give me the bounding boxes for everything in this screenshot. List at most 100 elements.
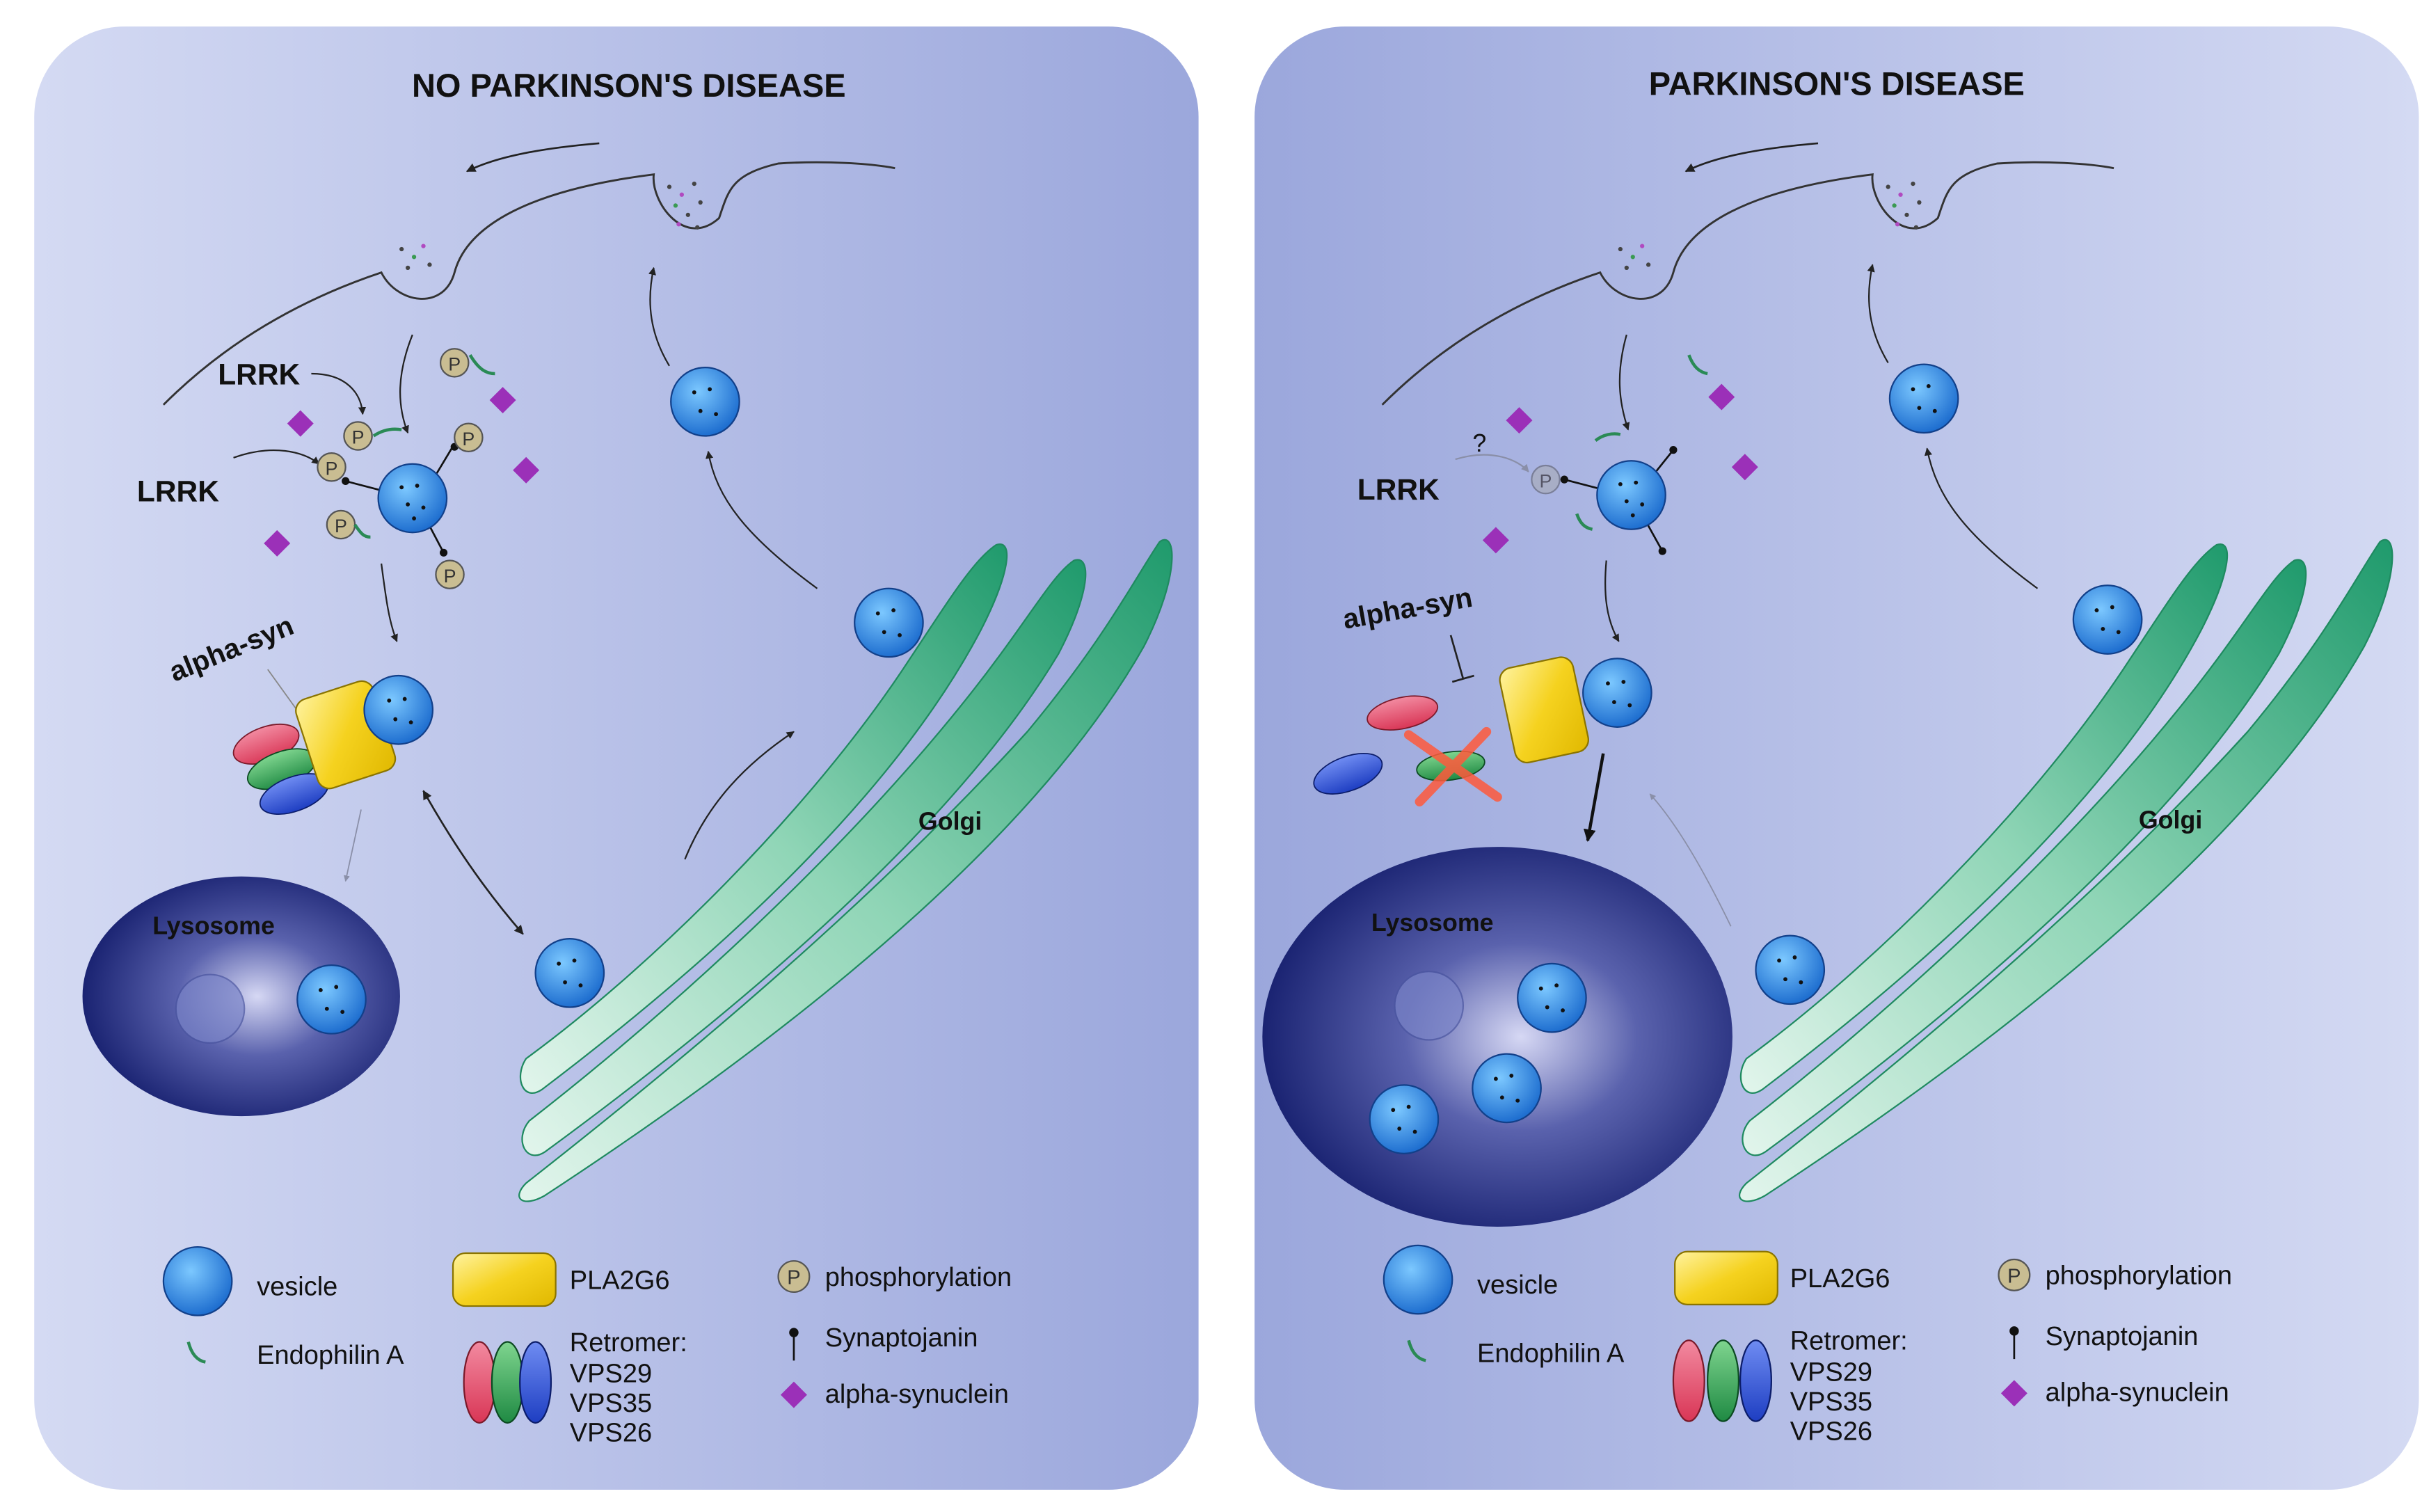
legend-vps26-icon-left xyxy=(519,1341,552,1424)
legend-right: vesicle Endophilin A PLA2G6 Retromer: VP… xyxy=(1383,1244,2232,1446)
vesicle-right-golgi xyxy=(2072,584,2143,655)
panel-left: NO PARKINSON'S DISEASE LRRK LRRK P P P P xyxy=(34,26,1199,1490)
lrrk-label-right: LRRK xyxy=(1357,474,1440,507)
alpha-syn-link-left xyxy=(267,669,296,709)
legend-phospho-letter-left: P xyxy=(787,1267,800,1289)
inhibition-cross-right xyxy=(1403,726,1502,806)
legend-left: vesicle Endophilin A PLA2G6 Retromer: VP… xyxy=(162,1246,1012,1448)
faded-vesicle-left xyxy=(175,973,246,1044)
arrow-lrrk-bottom xyxy=(233,449,320,465)
vesicle-left-pla2g6 xyxy=(363,674,434,745)
alpha-syn-inhibit-right xyxy=(1449,635,1474,683)
legend-synaptojanin-right: Synaptojanin xyxy=(2046,1322,2199,1351)
legend-pla2g6-icon-left xyxy=(452,1252,557,1307)
legend-vps35-left: VPS35 xyxy=(570,1389,652,1418)
panel-right: PARKINSON'S DISEASE LRRK ? P xyxy=(1254,26,2419,1490)
golgi-label-right: Golgi xyxy=(2139,806,2202,834)
legend-endophilin-right: Endophilin A xyxy=(1477,1339,1625,1369)
legend-phospho-icon-left xyxy=(777,1260,811,1294)
vesicle-right-lysosome-2 xyxy=(1472,1053,1542,1124)
arrow-membrane-left xyxy=(465,142,600,173)
arrow-golgi-up-left xyxy=(706,450,818,589)
legend-vesicle-icon-left xyxy=(162,1246,233,1316)
legend-vps29-left: VPS29 xyxy=(570,1360,652,1389)
arrow-to-lysosome-right xyxy=(1583,753,1605,842)
synaptic-vesicle-pool-right xyxy=(1618,181,1922,271)
arrow-lrrk-right xyxy=(1455,454,1529,472)
legend-pla2g6-icon-right xyxy=(1674,1250,1778,1305)
cell-left xyxy=(34,26,1199,1490)
golgi-left xyxy=(518,539,1173,1202)
legend-alpha-synuclein-right: alpha-synuclein xyxy=(2046,1378,2229,1408)
legend-phosphorylation-left: phosphorylation xyxy=(825,1263,1012,1292)
vesicle-right-lysosome-1 xyxy=(1517,962,1587,1033)
arrow-from-endosome-right xyxy=(1649,793,1732,927)
legend-vps26-icon-right xyxy=(1739,1339,1772,1422)
svg-text:P: P xyxy=(352,427,365,448)
vesicle-left-lysosome xyxy=(296,964,367,1035)
question-label-right: ? xyxy=(1472,429,1486,457)
vesicle-right-center xyxy=(1596,460,1666,530)
vesicle-left-golgi xyxy=(854,587,924,658)
legend-vps29-right: VPS29 xyxy=(1790,1358,1872,1387)
legend-vps26-left: VPS26 xyxy=(570,1419,652,1448)
plasma-membrane-left xyxy=(162,161,895,406)
synaptojanin-links-right xyxy=(1563,449,1674,552)
synaptic-vesicle-pool-left xyxy=(399,181,703,271)
legend-synaptojanin-icon-left xyxy=(789,1328,799,1361)
svg-text:P: P xyxy=(326,458,338,479)
legend-vesicle-right: vesicle xyxy=(1477,1271,1558,1300)
arrow-endocytosis-left xyxy=(399,334,413,434)
arrow-golgi-up-right xyxy=(1924,447,2039,589)
legend-vps29-icon-left xyxy=(463,1341,496,1424)
legend-vesicle-left: vesicle xyxy=(257,1272,337,1301)
lysosome-label-left: Lysosome xyxy=(152,912,275,939)
golgi-right xyxy=(1738,539,2393,1202)
vps26-right xyxy=(1313,753,1383,795)
legend-retromer-left: Retromer: xyxy=(570,1328,687,1358)
phospho-markers-left: P P P P P P xyxy=(317,348,484,589)
endophilin-left xyxy=(353,354,495,539)
golgi-label-left: Golgi xyxy=(918,808,982,836)
faded-phospho-right xyxy=(1531,464,1561,495)
faded-vesicle-right xyxy=(1394,970,1465,1041)
arrow-membrane-right xyxy=(1684,142,1819,173)
legend-retromer-right: Retromer: xyxy=(1790,1327,1908,1356)
vesicle-right-endosome xyxy=(1755,934,1826,1005)
legend-endophilin-left: Endophilin A xyxy=(257,1341,404,1370)
svg-text:P: P xyxy=(462,429,475,449)
legend-synaptojanin-left: Synaptojanin xyxy=(825,1323,978,1353)
lrrk-label-left-bottom: LRRK xyxy=(137,475,219,508)
endophilin-right xyxy=(1575,354,1708,531)
arrow-exocytic-left xyxy=(648,266,670,367)
panel-title-left: NO PARKINSON'S DISEASE xyxy=(412,67,846,104)
legend-synaptojanin-icon-right xyxy=(2009,1326,2019,1360)
legend-endophilin-icon-right xyxy=(1407,1339,1426,1362)
legend-endophilin-icon-left xyxy=(186,1341,206,1364)
svg-text:P: P xyxy=(335,516,347,536)
arrow-lrrk-top xyxy=(311,372,367,415)
faded-phospho-letter-right: P xyxy=(1540,470,1552,491)
vesicle-left-exocytic xyxy=(670,366,740,437)
legend-vps26-right: VPS26 xyxy=(1790,1417,1872,1446)
arrow-to-pla2g6-right xyxy=(1604,560,1620,642)
vps29-right xyxy=(1367,695,1439,731)
vesicle-left-center xyxy=(377,463,448,534)
arrow-to-pla2g6-left xyxy=(380,563,398,642)
arrow-to-golgi-left xyxy=(684,731,795,860)
pla2g6-right xyxy=(1499,656,1589,764)
legend-pla2g6-right: PLA2G6 xyxy=(1790,1264,1890,1294)
legend-alpha-synuclein-left: alpha-synuclein xyxy=(825,1380,1009,1409)
arrow-bidirectional-left xyxy=(422,790,524,935)
legend-phosphorylation-right: phosphorylation xyxy=(2046,1262,2232,1291)
arrow-exocytic-right xyxy=(1867,264,1889,363)
legend-vesicle-icon-right xyxy=(1383,1244,1453,1315)
legend-phospho-icon-right xyxy=(1998,1258,2031,1291)
panel-title-right: PARKINSON'S DISEASE xyxy=(1649,65,2025,102)
legend-pla2g6-left: PLA2G6 xyxy=(570,1266,670,1295)
vesicle-right-pla2g6 xyxy=(1582,658,1652,728)
alpha-synuclein-left xyxy=(264,387,540,557)
legend-vps35-icon-left xyxy=(491,1341,524,1424)
